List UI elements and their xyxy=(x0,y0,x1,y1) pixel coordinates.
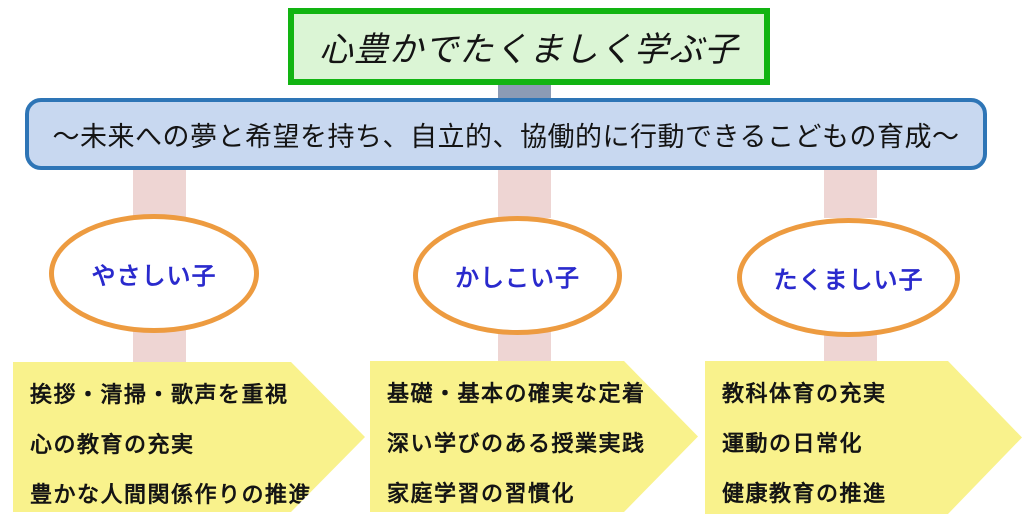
school-goal-title-box: 心豊かでたくましく学ぶ子 xyxy=(288,8,770,85)
goal-item: 基礎・基本の確実な定着 xyxy=(387,382,646,407)
goal-item: 心の教育の充実 xyxy=(30,433,195,458)
pillar-label: たくましい子 xyxy=(773,266,924,294)
pillar-ellipse-kashikoi-ko: かしこい子 xyxy=(413,216,622,335)
mission-banner-text: ～未来への夢と希望を持ち、自立的、協働的に行動できるこどもの育成～ xyxy=(52,121,960,153)
school-goal-title: 心豊かでたくましく学ぶ子 xyxy=(319,30,739,70)
mission-banner: ～未来への夢と希望を持ち、自立的、協働的に行動できるこどもの育成～ xyxy=(25,98,987,170)
pillar-ellipse-yasashii-ko: やさしい子 xyxy=(49,214,259,333)
pillar-ellipse-takumashii-ko: たくましい子 xyxy=(737,218,960,337)
goal-item: 家庭学習の習慣化 xyxy=(387,482,576,507)
pillar-label: かしこい子 xyxy=(455,264,580,292)
goal-arrow-kashikoi-ko: 基礎・基本の確実な定着 深い学びのある授業実践 家庭学習の習慣化 xyxy=(370,361,698,512)
goal-item: 教科体育の充実 xyxy=(722,382,887,407)
goal-item: 挨拶・清掃・歌声を重視 xyxy=(30,383,289,408)
goal-item: 深い学びのある授業実践 xyxy=(387,432,646,457)
goal-item: 運動の日常化 xyxy=(722,432,864,457)
connector-banner-to-pillar-2 xyxy=(498,166,551,218)
goal-arrow-yasashii-ko: 挨拶・清掃・歌声を重視 心の教育の充実 豊かな人間関係作りの推進 xyxy=(13,362,365,512)
goal-item: 豊かな人間関係作りの推進 xyxy=(30,483,313,508)
goal-item: 健康教育の推進 xyxy=(722,482,887,507)
connector-banner-to-pillar-3 xyxy=(824,166,877,218)
connector-banner-to-pillar-1 xyxy=(133,166,186,218)
pillar-label: やさしい子 xyxy=(91,262,217,290)
goal-arrow-takumashii-ko: 教科体育の充実 運動の日常化 健康教育の推進 xyxy=(705,361,1022,514)
